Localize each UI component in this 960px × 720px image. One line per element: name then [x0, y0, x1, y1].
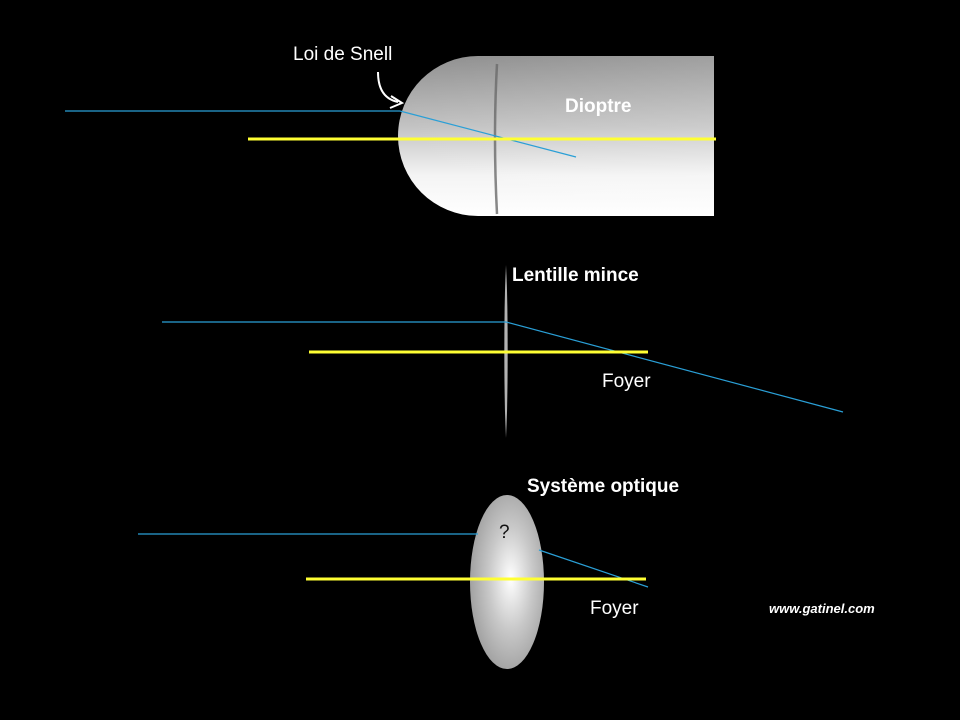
focus-label-1: Foyer — [602, 371, 651, 392]
optical-system-section: ? Système optique Foyer — [138, 476, 679, 669]
snell-label: Loi de Snell — [293, 44, 392, 65]
dioptre-section: Loi de Snell Dioptre — [65, 44, 716, 216]
optical-system-ellipse — [470, 495, 544, 669]
dioptre-shading — [398, 56, 714, 216]
unknown-mark: ? — [499, 522, 510, 543]
focus-label-2: Foyer — [590, 598, 639, 619]
refracted-ray-2 — [505, 321, 844, 413]
emergent-ray-3 — [538, 549, 649, 588]
snell-pointer-arrowhead — [389, 95, 405, 109]
optical-system-label: Système optique — [527, 476, 679, 497]
dioptre-label: Dioptre — [565, 96, 632, 117]
snell-pointer-arrow — [377, 71, 399, 103]
website-credit: www.gatinel.com — [769, 601, 875, 616]
thin-lens-label: Lentille mince — [512, 265, 639, 286]
thin-lens-section: Lentille mince Foyer — [162, 265, 844, 438]
refracted-ray-1 — [399, 110, 577, 158]
